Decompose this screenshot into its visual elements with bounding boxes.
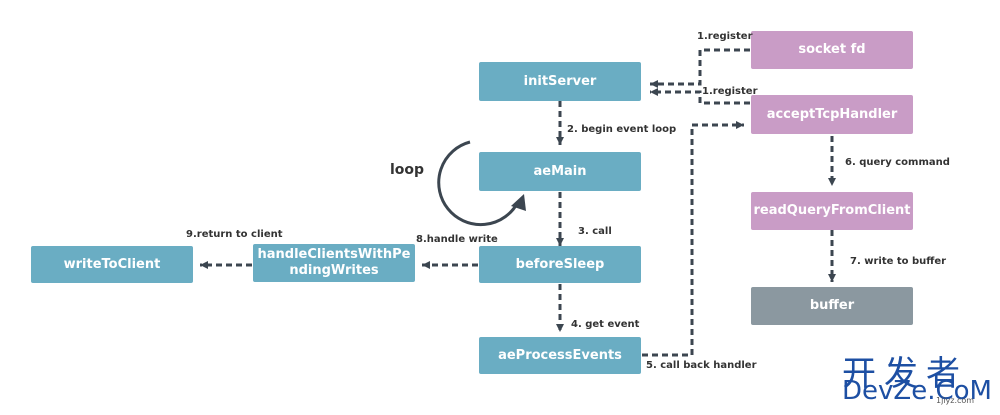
node-readQueryFromClient: readQueryFromClient [751, 192, 913, 230]
node-handleClientsWithPendingWrites: handleClientsWithPendingWrites [253, 244, 415, 282]
label-handle-write: 8.handle write [416, 234, 498, 245]
label-register-2: 1.register [702, 86, 758, 97]
watermark-cn: 开发者 [842, 354, 968, 394]
node-beforeSleep: beforeSleep [479, 246, 641, 283]
label-write-to-buffer: 7. write to buffer [850, 256, 947, 267]
node-socket-fd: socket fd [751, 31, 913, 69]
watermark-devze: DevZe.CoM [842, 376, 992, 406]
edge-call-back-handler [642, 121, 744, 357]
label-loop: loop [390, 162, 425, 178]
loop-arrowhead [511, 194, 526, 211]
watermark-url: 1jiyz.com [936, 396, 975, 405]
label-query-command: 6. query command [845, 157, 950, 168]
node-aeProcessEvents: aeProcessEvents [479, 337, 641, 374]
label-begin-event-loop: 2. begin event loop [567, 124, 677, 135]
edge-register-accept [650, 88, 750, 105]
node-writeToClient: writeToClient [31, 246, 193, 283]
node-initServer: initServer [479, 62, 641, 101]
label-return-to-client: 9.return to client [186, 229, 283, 240]
label-call-back-handler: 5. call back handler [646, 360, 757, 371]
label-call: 3. call [578, 226, 612, 237]
label-get-event: 4. get event [571, 319, 640, 330]
label-register-1: 1.register [697, 31, 753, 42]
loop-arc [437, 140, 520, 227]
node-acceptTcpHandler: acceptTcpHandler [751, 95, 913, 134]
node-buffer: buffer [751, 287, 913, 325]
edge-register-socket [650, 48, 750, 88]
node-aeMain: aeMain [479, 152, 641, 191]
